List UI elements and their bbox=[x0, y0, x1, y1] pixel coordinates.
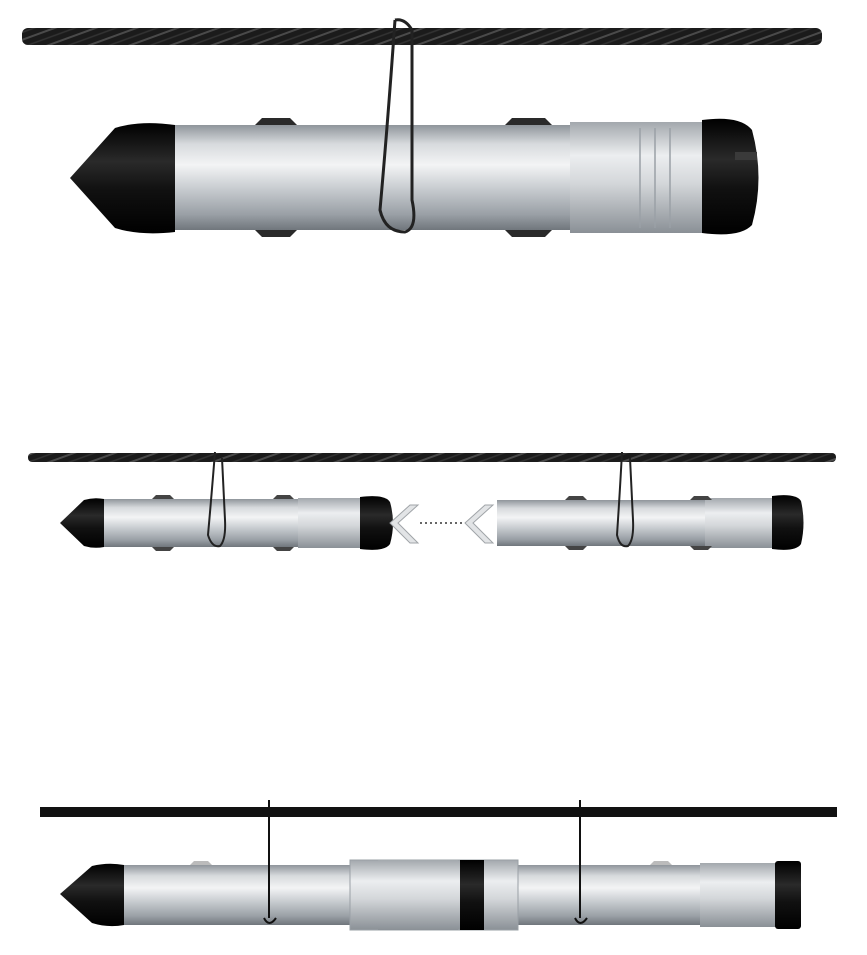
cable-middle bbox=[28, 453, 836, 462]
cable-bottom bbox=[40, 807, 837, 817]
pointed-tip-cap bbox=[60, 863, 124, 927]
rod-right bbox=[497, 451, 804, 550]
join-indicator bbox=[389, 504, 495, 544]
rod-large bbox=[70, 118, 759, 237]
cable-top bbox=[22, 28, 822, 45]
rear-end-cap bbox=[775, 861, 801, 929]
middle-coupling-band bbox=[460, 860, 484, 930]
hanger-wire bbox=[378, 19, 416, 234]
hanger-wire-right bbox=[574, 800, 588, 924]
clip-top-left bbox=[255, 118, 297, 125]
rod-left bbox=[60, 451, 393, 551]
panel-joined-rods bbox=[40, 800, 837, 931]
hanger-wire bbox=[206, 451, 227, 548]
clip-bottom-right bbox=[505, 230, 552, 237]
pointed-tip-cap bbox=[70, 123, 175, 234]
hanger-wire-left bbox=[263, 800, 277, 924]
rear-end-cap bbox=[702, 118, 759, 235]
pointed-tip-cap bbox=[60, 498, 104, 548]
panel-two-rods bbox=[28, 451, 836, 551]
hanger-wire bbox=[615, 451, 635, 548]
rear-end-cap bbox=[360, 496, 393, 550]
arrow-chevron-left bbox=[389, 504, 420, 544]
rod-sleeve-section bbox=[570, 122, 705, 233]
rear-end-cap bbox=[772, 495, 804, 550]
clip-bottom-left bbox=[255, 230, 297, 237]
clip-top-right bbox=[505, 118, 552, 125]
panel-single-rod bbox=[22, 18, 822, 237]
arrow-chevron-right bbox=[464, 504, 495, 544]
